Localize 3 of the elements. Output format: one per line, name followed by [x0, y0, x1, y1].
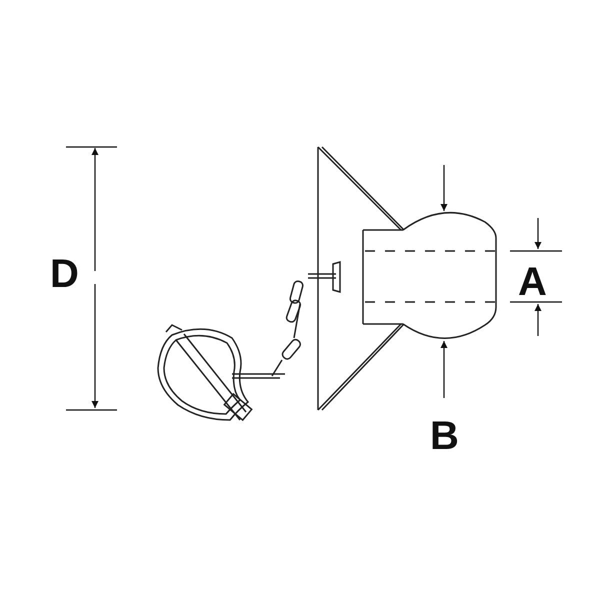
- dimension-label: B: [430, 416, 459, 456]
- dimension-label: A: [518, 262, 547, 302]
- dimension-label: D: [50, 254, 79, 294]
